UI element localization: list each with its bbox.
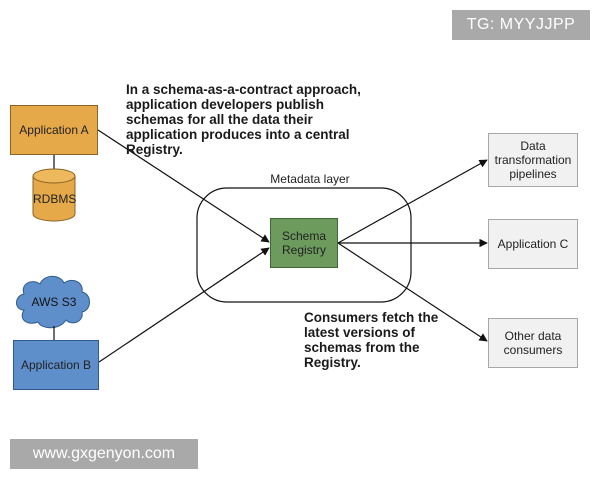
arrow-registry-to-other-consumers xyxy=(337,242,488,342)
arrow-app-a-to-registry xyxy=(97,129,270,243)
application-c-box: Application C xyxy=(488,219,578,269)
metadata-layer-boundary xyxy=(196,187,412,303)
schema-registry-box: Schema Registry xyxy=(270,218,338,268)
top-annotation: In a schema-as-a-contract approach, appl… xyxy=(126,82,361,157)
data-transformation-pipelines-label: Data transformation pipelines xyxy=(494,139,572,181)
aws-s3-label: AWS S3 xyxy=(31,295,77,309)
application-a-box: Application A xyxy=(10,105,98,155)
watermark-bottom-left: www.gxgenyon.com xyxy=(10,439,198,469)
application-a-label: Application A xyxy=(19,123,89,137)
bottom-annotation: Consumers fetch the latest versions of s… xyxy=(304,310,439,370)
arrow-app-b-to-registry xyxy=(98,247,270,363)
rdbms-cylinder xyxy=(32,168,76,222)
other-data-consumers-label: Other data consumers xyxy=(503,329,563,357)
schema-registry-label: Schema Registry xyxy=(281,229,327,257)
application-b-label: Application B xyxy=(20,358,92,372)
arrow-registry-to-pipelines xyxy=(337,159,488,244)
rdbms-label: RDBMS xyxy=(33,192,77,206)
other-data-consumers-box: Other data consumers xyxy=(488,318,578,368)
aws-s3-cloud xyxy=(16,275,90,329)
data-transformation-pipelines-box: Data transformation pipelines xyxy=(488,133,578,187)
application-c-label: Application C xyxy=(497,237,569,251)
metadata-layer-label: Metadata layer xyxy=(270,172,350,186)
application-b-box: Application B xyxy=(13,340,99,390)
watermark-top-right: TG: MYYJJPP xyxy=(452,10,590,40)
